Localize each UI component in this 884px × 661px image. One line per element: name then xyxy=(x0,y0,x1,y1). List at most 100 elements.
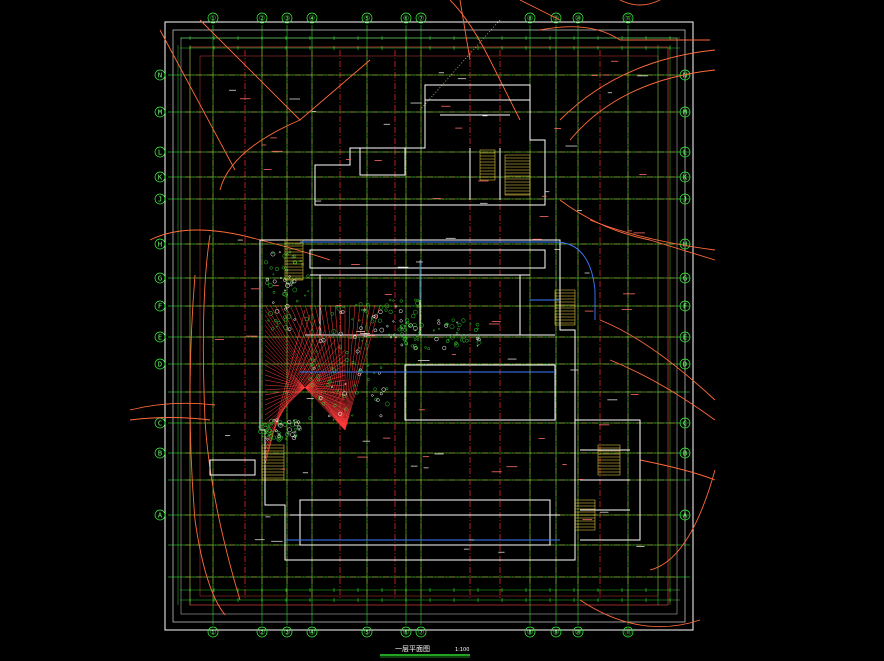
plant-mark xyxy=(308,377,312,381)
plant-mark xyxy=(379,366,383,369)
plant-mark xyxy=(361,339,364,342)
plant-mark xyxy=(392,320,395,323)
hatch-line xyxy=(344,304,351,431)
plant-mark xyxy=(457,323,462,328)
plant-mark xyxy=(411,313,416,319)
axis-bubble xyxy=(679,171,691,183)
plant-mark xyxy=(473,327,478,332)
plant-mark xyxy=(268,283,273,288)
plant-mark xyxy=(358,346,361,349)
plant-mark xyxy=(389,298,392,302)
plant-mark xyxy=(265,430,268,433)
stair-outline xyxy=(554,289,576,326)
plant-mark xyxy=(263,425,268,430)
plant-mark xyxy=(406,321,409,325)
plant-mark xyxy=(277,420,283,425)
plant-mark xyxy=(292,254,297,258)
axis-bubble xyxy=(679,272,691,284)
plant-mark xyxy=(355,303,358,306)
plant-mark xyxy=(450,334,455,340)
plant-mark xyxy=(415,334,419,337)
axis-bubble xyxy=(524,626,536,638)
hatch-line xyxy=(344,304,376,431)
axis-bubble-label: J xyxy=(683,196,687,204)
plant-mark xyxy=(272,273,275,276)
plant-mark xyxy=(404,341,408,345)
plant-mark xyxy=(419,323,425,328)
hatch-line xyxy=(264,334,346,431)
axis-bubble xyxy=(400,12,412,24)
plant-mark xyxy=(318,396,323,400)
hatch-line xyxy=(344,304,381,431)
axis-bubble xyxy=(154,358,166,370)
plant-mark xyxy=(338,411,343,416)
plant-mark xyxy=(295,299,299,303)
axis-bubble xyxy=(415,626,427,638)
landscape-planting xyxy=(258,250,482,442)
plant-mark xyxy=(351,360,355,364)
plant-mark xyxy=(274,418,279,423)
plant-mark xyxy=(461,334,467,339)
hatch-line xyxy=(299,304,346,431)
plant-mark xyxy=(274,429,278,433)
plant-mark xyxy=(318,365,321,368)
hatch-line xyxy=(264,329,346,431)
plant-mark xyxy=(384,308,388,312)
plant-mark xyxy=(342,391,347,397)
plant-mark xyxy=(290,422,296,428)
plant-mark xyxy=(370,319,375,324)
axis-bubble xyxy=(622,12,634,24)
plant-mark xyxy=(424,346,427,349)
plant-mark xyxy=(385,387,389,391)
plant-mark xyxy=(413,346,418,350)
axis-bubble-label: ⑦ xyxy=(418,629,424,637)
plant-mark xyxy=(293,421,299,427)
plant-mark xyxy=(410,344,414,348)
axis-bubble xyxy=(679,69,691,81)
plant-mark xyxy=(338,345,343,349)
axis-bubble-label: ① xyxy=(210,15,216,23)
plant-mark xyxy=(330,311,335,316)
plant-mark xyxy=(268,311,273,316)
axis-bubble xyxy=(679,146,691,158)
axis-bubble xyxy=(572,12,584,24)
axis-bubble-label: ⑦ xyxy=(418,15,424,23)
plant-mark xyxy=(408,323,413,328)
axis-bubble-label: ② xyxy=(259,15,265,23)
stair-outline xyxy=(261,444,285,481)
plant-mark xyxy=(283,422,288,427)
plant-mark xyxy=(293,419,295,422)
plant-mark xyxy=(344,383,347,385)
plant-mark xyxy=(297,426,303,431)
plant-mark xyxy=(434,337,439,342)
plant-mark xyxy=(442,345,447,351)
plant-mark xyxy=(287,420,292,425)
axis-bubble xyxy=(306,12,318,24)
plant-mark xyxy=(451,318,455,322)
plant-mark xyxy=(353,384,356,387)
plant-mark xyxy=(284,437,287,440)
plant-mark xyxy=(404,318,410,323)
plant-mark xyxy=(351,414,354,417)
plant-mark xyxy=(293,419,298,423)
stairs xyxy=(261,149,621,531)
hatch-line xyxy=(294,304,346,431)
plant-mark xyxy=(307,290,310,293)
axis-bubble xyxy=(207,12,219,24)
plant-mark xyxy=(404,322,408,325)
plant-mark xyxy=(297,425,302,430)
plant-mark xyxy=(265,277,269,282)
axis-bubble-label: ⑨ xyxy=(553,629,559,637)
plant-mark xyxy=(318,338,323,344)
plant-mark xyxy=(279,277,282,279)
plant-mark xyxy=(392,333,396,337)
plant-mark xyxy=(387,333,391,337)
plant-mark xyxy=(283,307,287,311)
axis-bubble xyxy=(679,193,691,205)
axis-bubble-label: ② xyxy=(259,629,265,637)
plant-mark xyxy=(345,358,350,363)
axis-bubble xyxy=(622,626,634,638)
axis-bubble xyxy=(154,509,166,521)
axis-bubble-label: ⑤ xyxy=(364,15,370,23)
